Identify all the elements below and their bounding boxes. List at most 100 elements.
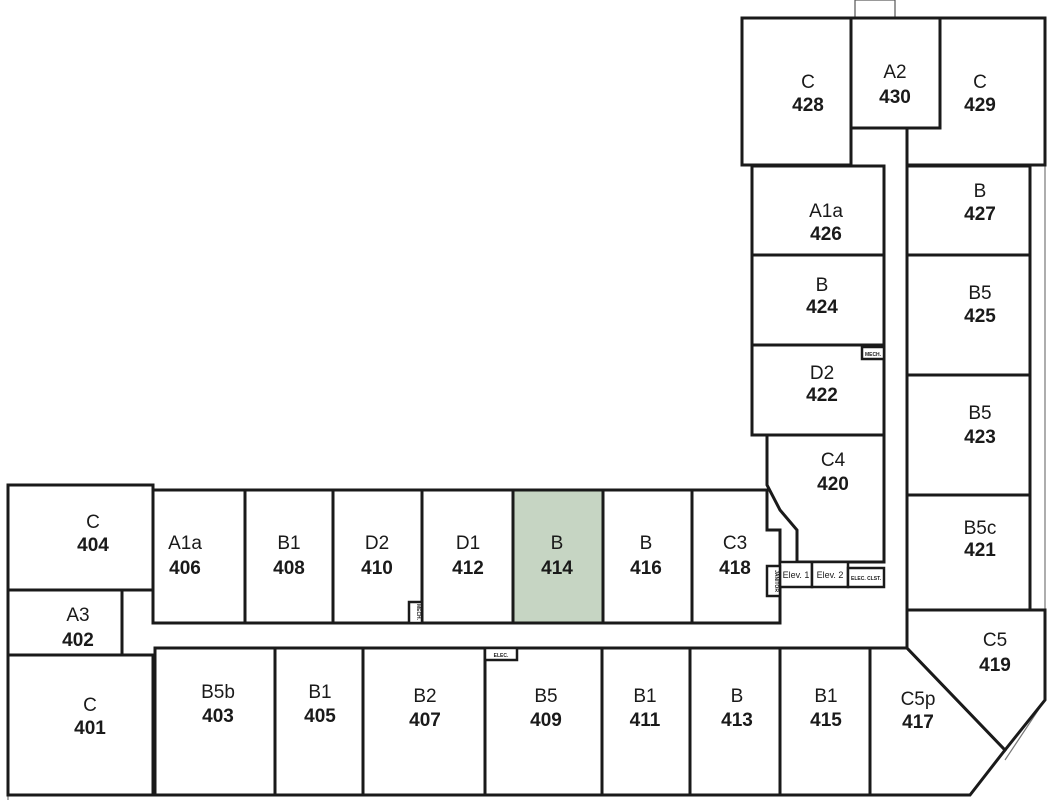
unit-412-shape[interactable] — [420, 488, 515, 625]
unit-type-label: B — [551, 533, 564, 554]
unit-number-label: 417 — [902, 712, 934, 733]
unit-type-label: C5 — [983, 630, 1007, 651]
corridor-horizontal — [122, 623, 907, 648]
unit-number-label: 430 — [879, 87, 911, 108]
unit-number-label: 415 — [810, 710, 842, 731]
unit-number-label: 411 — [630, 710, 661, 731]
unit-type-label: B5 — [534, 686, 557, 707]
unit-number-label: 420 — [817, 474, 849, 495]
roof-hatch — [854, 0, 896, 19]
unit-type-label: C4 — [821, 450, 846, 471]
unit-number-label: 418 — [719, 558, 751, 579]
unit-type-label: B5b — [201, 682, 235, 703]
unit-414[interactable]: B 414 — [511, 488, 605, 625]
unit-number-label: 419 — [979, 655, 1011, 676]
elevator-2-label: Elev. 2 — [817, 570, 844, 580]
unit-type-label: B — [816, 275, 829, 296]
unit-type-label: B5 — [968, 283, 991, 304]
mech-upper-label: MECH. — [865, 352, 882, 358]
unit-number-label: 406 — [169, 558, 201, 579]
unit-number-label: 414 — [541, 558, 573, 579]
unit-401-shape[interactable] — [6, 653, 155, 797]
unit-428-shape[interactable] — [740, 16, 853, 167]
unit-417-shape[interactable] — [868, 646, 1007, 797]
unit-type-label: B1 — [308, 682, 331, 703]
unit-number-label: 421 — [964, 540, 996, 561]
unit-type-label: A1a — [809, 201, 843, 222]
unit-420-shape[interactable] — [765, 433, 886, 564]
unit-type-label: B1 — [633, 686, 656, 707]
unit-419-shape[interactable] — [905, 608, 1047, 753]
unit-number-label: 410 — [361, 558, 393, 579]
unit-type-label: B2 — [413, 686, 436, 707]
mech-lower-label: MECH. — [415, 604, 421, 621]
unit-number-label: 425 — [964, 306, 996, 327]
unit-type-label: C — [86, 512, 100, 533]
unit-number-label: 405 — [304, 706, 336, 727]
unit-number-label: 402 — [62, 630, 94, 651]
unit-type-label: B1 — [277, 533, 300, 554]
unit-number-label: 424 — [806, 297, 838, 318]
mech-closet-upper — [860, 345, 886, 361]
unit-406-shape[interactable] — [151, 488, 247, 625]
unit-type-label: C — [973, 72, 987, 93]
unit-number-label: 413 — [721, 710, 753, 731]
unit-418-shape[interactable] — [690, 488, 782, 625]
unit-414-shape[interactable] — [511, 488, 605, 625]
unit-416-shape[interactable] — [601, 488, 694, 625]
unit-type-label: B — [731, 686, 744, 707]
unit-type-label: B5c — [964, 518, 997, 539]
unit-number-label: 427 — [964, 204, 996, 225]
unit-413[interactable]: B 413 — [688, 646, 782, 797]
elevator-2 — [810, 560, 850, 589]
mech-closet-lower — [407, 600, 424, 625]
unit-number-label: 429 — [964, 95, 996, 116]
unit-number-label: 426 — [810, 224, 842, 245]
unit-number-label: 404 — [77, 535, 109, 556]
unit-type-label: C5p — [901, 689, 936, 710]
unit-number-label: 423 — [964, 427, 996, 448]
unit-type-label: B1 — [814, 686, 837, 707]
unit-number-label: 403 — [202, 706, 234, 727]
unit-number-label: 428 — [792, 95, 824, 116]
unit-number-label: 422 — [806, 385, 838, 406]
unit-type-label: A3 — [66, 605, 89, 626]
unit-type-label: C — [83, 695, 97, 716]
unit-number-label: 409 — [530, 710, 562, 731]
unit-type-label: A2 — [883, 62, 906, 83]
electrical-closet — [846, 566, 886, 589]
corridor-vertical — [884, 128, 907, 648]
janitor-label: JANITOR — [773, 570, 779, 592]
unit-type-label: B — [974, 181, 987, 202]
janitor-closet — [765, 564, 782, 598]
unit-type-label: A1a — [168, 533, 202, 554]
unit-408-shape[interactable] — [243, 488, 335, 625]
unit-type-label: D1 — [456, 533, 480, 554]
